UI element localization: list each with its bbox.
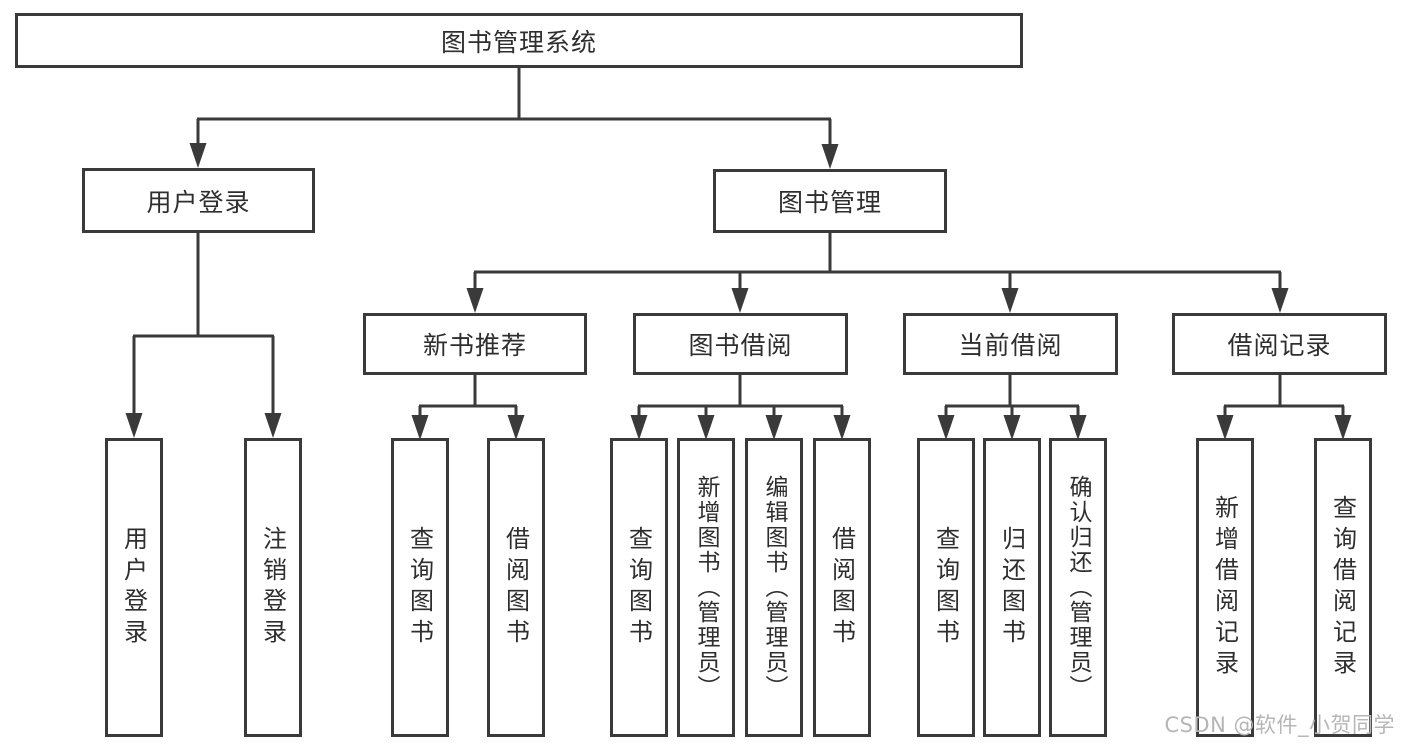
leaf-cur-confirm-return-admin: 确认归还（管理员） bbox=[1049, 438, 1107, 737]
csdn-watermark: CSDN @软件_小贺同学 bbox=[1164, 713, 1395, 737]
leaf-logout-label: 注销登录 bbox=[258, 525, 287, 650]
leaf-record-add-label: 新增借阅记录 bbox=[1210, 494, 1239, 681]
node-current-borrowing-label: 当前借阅 bbox=[958, 331, 1063, 360]
node-root: 图书管理系统 bbox=[15, 13, 1023, 68]
leaf-bor-borrow-book-label: 借阅图书 bbox=[827, 525, 856, 650]
node-root-label: 图书管理系统 bbox=[440, 27, 597, 57]
leaf-rec-borrow-book-label: 借阅图书 bbox=[501, 525, 530, 650]
leaf-bor-edit-book-admin: 编辑图书（管理员） bbox=[745, 438, 803, 737]
node-book-management: 图书管理 bbox=[713, 169, 947, 233]
leaf-bor-query-book: 查询图书 bbox=[610, 438, 668, 737]
leaf-rec-query-book: 查询图书 bbox=[391, 438, 449, 737]
node-user-login-label: 用户登录 bbox=[146, 187, 251, 217]
node-current-borrowing: 当前借阅 bbox=[903, 313, 1118, 375]
leaf-rec-query-book-label: 查询图书 bbox=[405, 525, 434, 650]
node-book-management-label: 图书管理 bbox=[777, 188, 882, 217]
leaf-cur-query-book-label: 查询图书 bbox=[931, 525, 960, 650]
leaf-cur-return-book: 归还图书 bbox=[983, 438, 1041, 737]
leaf-bor-edit-book-admin-label: 编辑图书（管理员） bbox=[761, 475, 787, 700]
node-new-book-recommendation: 新书推荐 bbox=[363, 313, 587, 375]
leaf-record-query-label: 查询借阅记录 bbox=[1328, 494, 1357, 681]
leaf-bor-query-book-label: 查询图书 bbox=[624, 525, 653, 650]
leaf-logout: 注销登录 bbox=[244, 438, 302, 737]
node-book-borrowing-label: 图书借阅 bbox=[688, 331, 793, 360]
leaf-cur-return-book-label: 归还图书 bbox=[997, 525, 1026, 650]
leaf-bor-add-book-admin-label: 新增图书（管理员） bbox=[693, 475, 719, 700]
leaf-user-login: 用户登录 bbox=[105, 438, 163, 737]
leaf-record-query: 查询借阅记录 bbox=[1314, 438, 1372, 737]
leaf-bor-borrow-book: 借阅图书 bbox=[813, 438, 871, 737]
leaf-bor-add-book-admin: 新增图书（管理员） bbox=[677, 438, 735, 737]
leaf-cur-confirm-return-admin-label: 确认归还（管理员） bbox=[1065, 475, 1091, 700]
node-book-borrowing: 图书借阅 bbox=[633, 313, 848, 375]
node-borrowing-records: 借阅记录 bbox=[1172, 313, 1387, 375]
node-user-login: 用户登录 bbox=[82, 168, 315, 233]
leaf-record-add: 新增借阅记录 bbox=[1196, 438, 1254, 737]
leaf-cur-query-book: 查询图书 bbox=[917, 438, 975, 737]
leaf-rec-borrow-book: 借阅图书 bbox=[487, 438, 545, 737]
leaf-user-login-label: 用户登录 bbox=[119, 525, 148, 650]
node-new-book-recommendation-label: 新书推荐 bbox=[422, 331, 527, 360]
node-borrowing-records-label: 借阅记录 bbox=[1227, 331, 1332, 360]
